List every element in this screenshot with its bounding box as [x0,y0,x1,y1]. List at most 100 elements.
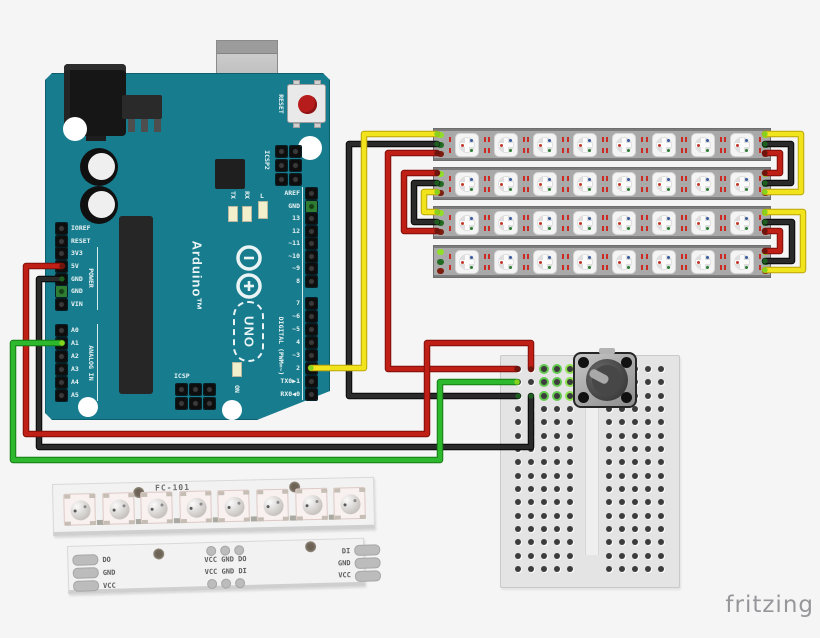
breadboard-hole[interactable] [619,459,625,466]
breadboard-hole[interactable] [658,552,664,559]
pin-5v[interactable] [56,261,67,272]
breadboard-hole[interactable] [632,472,638,479]
breadboard-hole[interactable] [515,366,521,372]
breadboard-hole[interactable] [554,552,560,559]
pin-gnd[interactable] [56,286,67,297]
breadboard-hole[interactable] [554,472,560,479]
breadboard-hole[interactable] [528,405,534,412]
encoder-knob[interactable] [586,359,628,401]
breadboard-hole[interactable] [606,459,612,466]
breadboard-hole[interactable] [554,565,560,572]
breadboard-hole[interactable] [515,512,521,519]
breadboard-hole[interactable] [619,539,625,546]
breadboard-hole[interactable] [606,525,612,532]
breadboard-hole[interactable] [632,565,638,572]
breadboard-hole[interactable] [606,565,612,572]
breadboard-hole[interactable] [567,552,573,559]
breadboard-hole[interactable] [541,499,547,506]
breadboard-hole[interactable] [567,419,573,426]
breadboard-hole[interactable] [606,552,612,559]
breadboard-hole[interactable] [606,405,612,412]
pin-vin[interactable] [56,299,67,310]
breadboard-hole[interactable] [554,405,560,412]
breadboard-hole[interactable] [606,432,612,439]
breadboard-hole[interactable] [515,445,521,452]
breadboard-hole[interactable] [567,485,573,492]
breadboard-hole[interactable] [515,405,521,412]
icsp2-pin[interactable] [290,160,301,171]
icsp2-pin[interactable] [276,174,287,185]
breadboard-hole[interactable] [567,525,573,532]
breadboard-hole[interactable] [619,472,625,479]
pin-a4[interactable] [56,377,67,388]
breadboard-hole[interactable] [567,512,573,519]
led-strip[interactable] [433,245,771,278]
pin-a3[interactable] [56,364,67,375]
breadboard-hole[interactable] [658,485,664,492]
pin-a1[interactable] [56,338,67,349]
breadboard-hole[interactable] [632,499,638,506]
pin-a5[interactable] [56,390,67,401]
pin-reset[interactable] [56,236,67,247]
breadboard-hole[interactable] [645,499,651,506]
breadboard-hole[interactable] [632,405,638,412]
breadboard-hole[interactable] [645,525,651,532]
breadboard-hole[interactable] [528,392,534,399]
breadboard-hole[interactable] [515,432,521,439]
breadboard-hole[interactable] [567,405,573,412]
breadboard-hole[interactable] [645,472,651,479]
led-strip[interactable] [433,128,771,161]
breadboard-hole[interactable] [554,379,560,386]
breadboard-hole[interactable] [541,539,547,546]
breadboard-hole[interactable] [541,379,547,386]
breadboard-hole[interactable] [658,392,664,399]
pin-digital[interactable] [306,276,317,287]
breadboard-hole[interactable] [619,485,625,492]
breadboard-hole[interactable] [515,472,521,479]
breadboard-hole[interactable] [541,565,547,572]
reset-button[interactable] [287,80,326,128]
breadboard-hole[interactable] [645,405,651,412]
pin-digital[interactable] [306,213,317,224]
breadboard-hole[interactable] [515,499,521,506]
breadboard-hole[interactable] [528,366,534,372]
breadboard-hole[interactable] [619,445,625,452]
breadboard-hole[interactable] [528,525,534,532]
breadboard-hole[interactable] [658,366,664,372]
breadboard-hole[interactable] [619,525,625,532]
breadboard-hole[interactable] [567,539,573,546]
breadboard-hole[interactable] [528,459,534,466]
breadboard-hole[interactable] [645,366,651,372]
breadboard-hole[interactable] [528,552,534,559]
breadboard-hole[interactable] [515,485,521,492]
pin-digital[interactable] [306,350,317,361]
breadboard-hole[interactable] [541,445,547,452]
pin-digital[interactable] [306,376,317,387]
breadboard-hole[interactable] [515,525,521,532]
breadboard-hole[interactable] [645,552,651,559]
icsp2-pin[interactable] [290,146,301,157]
breadboard-hole[interactable] [658,432,664,439]
breadboard-hole[interactable] [554,512,560,519]
icsp-pin[interactable] [176,398,187,409]
breadboard-hole[interactable] [567,392,573,399]
breadboard-hole[interactable] [658,512,664,519]
breadboard-hole[interactable] [567,472,573,479]
breadboard-hole[interactable] [645,539,651,546]
breadboard-hole[interactable] [619,405,625,412]
breadboard-hole[interactable] [606,445,612,452]
icsp2-pin[interactable] [276,160,287,171]
pin-digital[interactable] [306,226,317,237]
pin-a2[interactable] [56,351,67,362]
breadboard-hole[interactable] [658,499,664,506]
breadboard-hole[interactable] [658,379,664,386]
breadboard-hole[interactable] [528,512,534,519]
pin-digital[interactable] [306,311,317,322]
breadboard-hole[interactable] [619,499,625,506]
breadboard-hole[interactable] [658,525,664,532]
led-strip[interactable] [433,167,771,200]
breadboard-hole[interactable] [541,405,547,412]
icsp2-pin[interactable] [276,146,287,157]
pin-digital[interactable] [306,324,317,335]
breadboard-hole[interactable] [515,539,521,546]
